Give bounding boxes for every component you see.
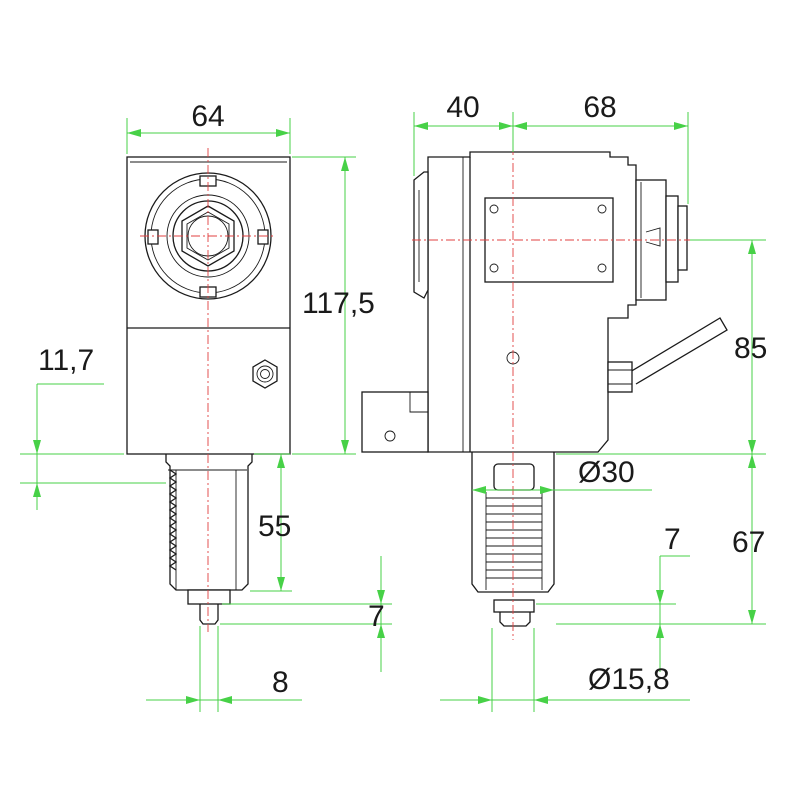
side-front-plate xyxy=(413,171,429,299)
dim-side-tip-diameter: Ø15,8 xyxy=(588,663,670,696)
dim-front-tip-diameter: 8 xyxy=(272,666,289,699)
dim-side-lower-height: 67 xyxy=(732,526,765,559)
side-coolant-pipe xyxy=(607,317,728,393)
side-bracket-hole xyxy=(384,430,396,442)
dim-side-upper-height: 85 xyxy=(734,332,767,365)
dim-front-shank-length: 55 xyxy=(258,510,291,543)
side-housing-outline xyxy=(427,151,637,453)
front-shank xyxy=(165,454,253,625)
dim-side-right-width: 68 xyxy=(583,91,616,124)
dim-front-offset: 11,7 xyxy=(38,344,94,377)
dim-side-shank-diameter: Ø30 xyxy=(578,456,635,489)
side-bracket xyxy=(361,391,429,453)
side-shank xyxy=(471,452,555,627)
dim-front-height: 117,5 xyxy=(302,287,375,320)
front-grease-nipple xyxy=(252,359,278,389)
side-view xyxy=(361,112,728,640)
dimension-lines xyxy=(20,112,766,712)
dim-front-width: 64 xyxy=(191,100,224,133)
dim-side-tip-length: 7 xyxy=(664,523,681,556)
front-view xyxy=(126,148,291,632)
dim-side-left-width: 40 xyxy=(446,91,479,124)
dim-front-tip-length: 7 xyxy=(368,600,385,633)
dimension-labels: 64 117,5 11,7 55 7 8 40 68 85 Ø30 7 67 Ø… xyxy=(38,91,767,699)
